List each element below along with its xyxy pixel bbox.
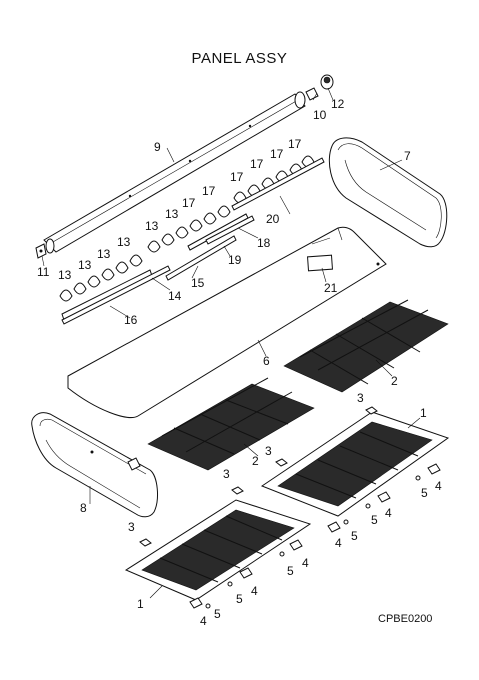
callout-5: 5 [214, 607, 221, 621]
callout-3: 3 [357, 391, 364, 405]
part-15-link-rod [165, 235, 237, 281]
part-11-bracket [35, 243, 47, 259]
callout-12: 12 [331, 97, 345, 111]
callout-labels: 12 10 9 7 17 17 17 17 17 17 13 13 13 13 … [37, 97, 442, 628]
part-12-end-cap [320, 74, 334, 90]
part-7-side-cover-right [328, 137, 448, 248]
callout-3: 3 [265, 444, 272, 458]
callout-4: 4 [385, 506, 392, 520]
callout-1: 1 [137, 597, 144, 611]
callout-4: 4 [435, 479, 442, 493]
part-19-link-rod [205, 215, 255, 245]
callout-13: 13 [165, 207, 179, 221]
part-2-filter-lower [147, 377, 315, 471]
callout-4: 4 [251, 584, 258, 598]
callout-5: 5 [236, 592, 243, 606]
part-3-latches [139, 406, 378, 547]
part-4-5-fasteners [189, 463, 441, 609]
part-20-link-rod [231, 157, 325, 211]
callout-13: 13 [58, 268, 72, 282]
callout-17: 17 [202, 184, 216, 198]
callout-13: 13 [97, 247, 111, 261]
leader-lines [41, 87, 421, 599]
callout-20: 20 [266, 212, 280, 226]
part-9-shaft [43, 91, 306, 254]
callout-8: 8 [80, 501, 87, 515]
callout-17: 17 [250, 157, 264, 171]
callout-17: 17 [270, 147, 284, 161]
callout-6: 6 [263, 354, 270, 368]
louver-set-right [203, 155, 325, 245]
callout-5: 5 [421, 486, 428, 500]
callout-14: 14 [168, 289, 182, 303]
callout-17: 17 [288, 137, 302, 151]
callout-13: 13 [117, 235, 131, 249]
part-21-label-window [307, 254, 333, 272]
callout-13: 13 [145, 219, 159, 233]
callout-21: 21 [324, 281, 338, 295]
callout-5: 5 [351, 529, 358, 543]
part-6-front-panel [67, 226, 387, 419]
callout-9: 9 [154, 140, 161, 154]
callout-15: 15 [191, 276, 205, 290]
callout-2: 2 [252, 454, 259, 468]
drawing-code: CPBE0200 [378, 613, 433, 625]
callout-2: 2 [391, 374, 398, 388]
callout-4: 4 [335, 536, 342, 550]
callout-7: 7 [404, 149, 411, 163]
part-1-grille-lower [124, 499, 312, 601]
callout-3: 3 [128, 520, 135, 534]
callout-13: 13 [78, 258, 92, 272]
callout-16: 16 [124, 313, 138, 327]
callout-4: 4 [302, 556, 309, 570]
callout-11: 11 [37, 265, 50, 279]
callout-3: 3 [223, 467, 230, 481]
part-8-side-cover-left [31, 412, 158, 518]
callout-17: 17 [182, 196, 196, 210]
callout-18: 18 [257, 236, 271, 250]
part-18-link-rod [187, 213, 249, 251]
callout-19: 19 [228, 253, 242, 267]
part-13-flaps-row-2 [147, 219, 203, 253]
callout-17: 17 [230, 170, 244, 184]
callout-5: 5 [287, 564, 294, 578]
part-1-grille-upper [260, 411, 450, 517]
part-2-filter-upper [283, 299, 449, 393]
part-14-link-rod [61, 265, 171, 325]
part-13-flaps-row-1 [59, 254, 143, 302]
callout-5: 5 [371, 513, 378, 527]
louver-set-left [59, 213, 249, 325]
callout-1: 1 [420, 406, 427, 420]
callout-4: 4 [200, 614, 207, 628]
callout-10: 10 [313, 108, 327, 122]
diagram-title: PANEL ASSY [191, 50, 288, 67]
